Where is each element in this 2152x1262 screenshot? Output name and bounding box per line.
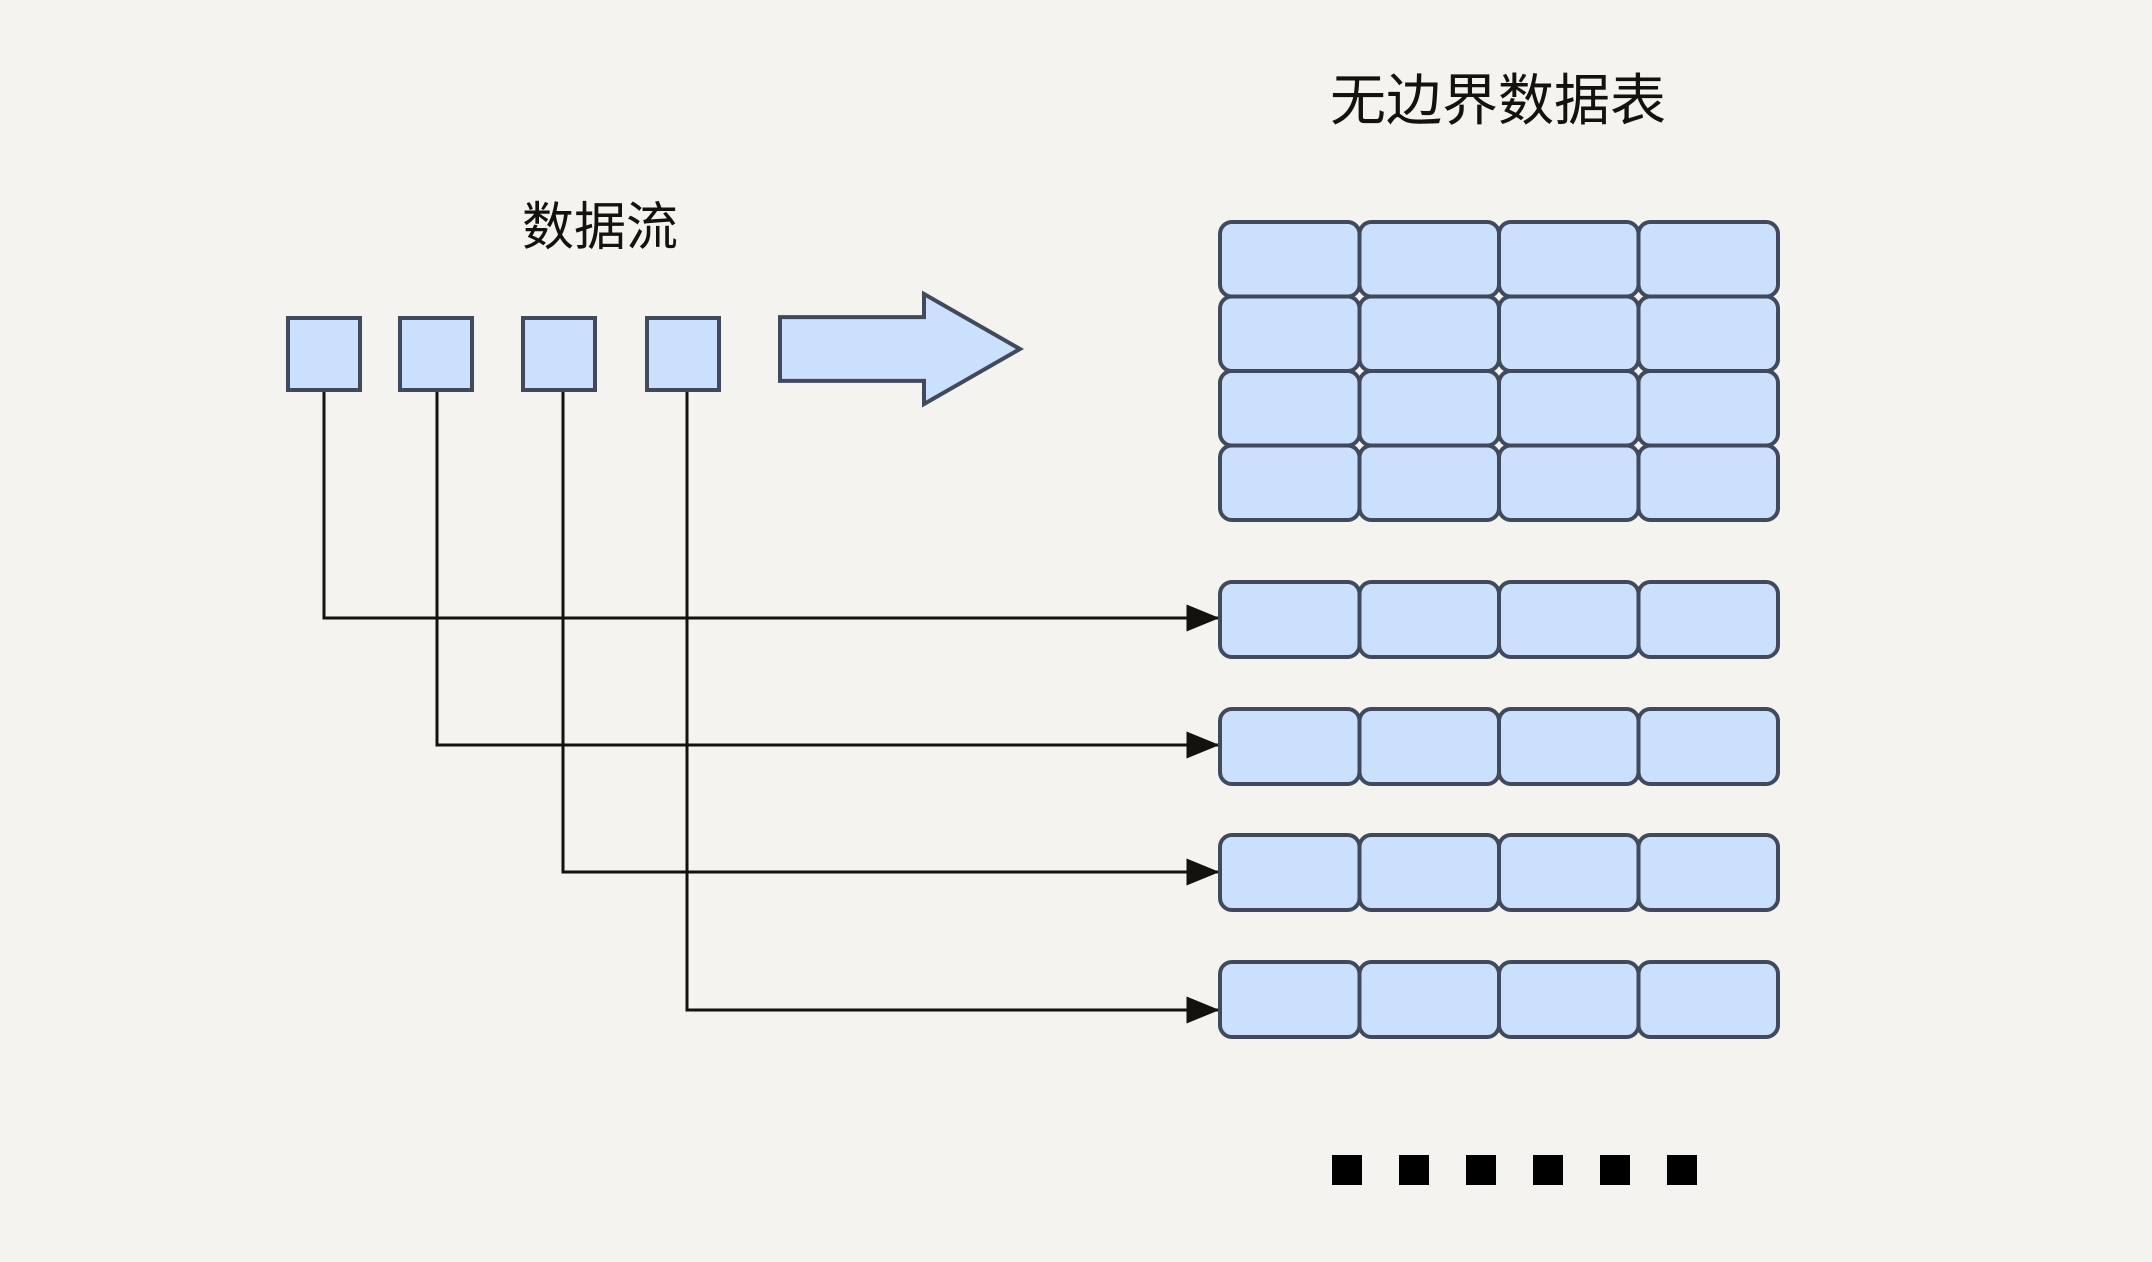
connector-4	[685, 390, 1220, 1024]
table-row-block-4-cell-2	[1357, 960, 1501, 1039]
table-row-block-3-cell-2	[1357, 833, 1501, 912]
continuation-dot-1	[1332, 1155, 1362, 1185]
stream-event-2	[398, 316, 474, 392]
table-row-block-3-cell-1	[1218, 833, 1362, 912]
table-row-block-3-cell-3	[1497, 833, 1641, 912]
table-cell-r1-c3	[1497, 220, 1641, 299]
table-cell-r4-c2	[1357, 443, 1501, 522]
stream-event-3	[521, 316, 597, 392]
table-row-block-4-cell-4	[1636, 960, 1780, 1039]
connector-2	[435, 390, 1220, 759]
table-row-blocks	[1218, 580, 1780, 1039]
table-row-block-1-cell-2	[1357, 580, 1501, 659]
table-row-block-2-cell-1	[1218, 707, 1362, 786]
table-row-block-2-cell-3	[1497, 707, 1641, 786]
continuation-dot-2	[1399, 1155, 1429, 1185]
connector-lines	[322, 390, 1220, 1024]
table-row-block-2-cell-2	[1357, 707, 1501, 786]
table-cell-r4-c4	[1636, 443, 1780, 522]
table-row-block-2-cell-4	[1636, 707, 1780, 786]
table-row-block-4-cell-3	[1497, 960, 1641, 1039]
continuation-dot-5	[1600, 1155, 1630, 1185]
page-title: 无边界数据表	[1330, 69, 1666, 132]
stream-events	[286, 316, 721, 392]
table-cell-r1-c4	[1636, 220, 1780, 299]
table-cell-r2-c4	[1636, 294, 1780, 373]
table-cell-r4-c1	[1218, 443, 1362, 522]
table-cell-r1-c2	[1357, 220, 1501, 299]
table-cell-r2-c1	[1218, 294, 1362, 373]
continuation-dot-6	[1667, 1155, 1697, 1185]
table-row-block-1-cell-4	[1636, 580, 1780, 659]
flow-arrow	[778, 290, 1025, 408]
table-cell-r4-c3	[1497, 443, 1641, 522]
continuation-dots-group	[1332, 1155, 1697, 1185]
table-row-block-3-cell-4	[1636, 833, 1780, 912]
table-cell-r3-c4	[1636, 369, 1780, 448]
table-row-block-1-cell-3	[1497, 580, 1641, 659]
stream-event-4	[645, 316, 721, 392]
unbounded-table-grid-cells	[1218, 220, 1780, 522]
table-cell-r3-c3	[1497, 369, 1641, 448]
table-cell-r2-c2	[1357, 294, 1501, 373]
table-cell-r1-c1	[1218, 220, 1362, 299]
table-row-block-1-cell-1	[1218, 580, 1362, 659]
stream-event-1	[286, 316, 362, 392]
continuation-dot-4	[1533, 1155, 1563, 1185]
table-row-block-4-cell-1	[1218, 960, 1362, 1039]
stream-label: 数据流	[522, 199, 678, 257]
table-cell-r2-c3	[1497, 294, 1641, 373]
table-cell-r3-c1	[1218, 369, 1362, 448]
connector-1	[322, 390, 1220, 632]
table-cell-r3-c2	[1357, 369, 1501, 448]
continuation-dot-3	[1466, 1155, 1496, 1185]
flow-arrow-shape	[778, 290, 1025, 408]
connector-3	[561, 390, 1220, 886]
